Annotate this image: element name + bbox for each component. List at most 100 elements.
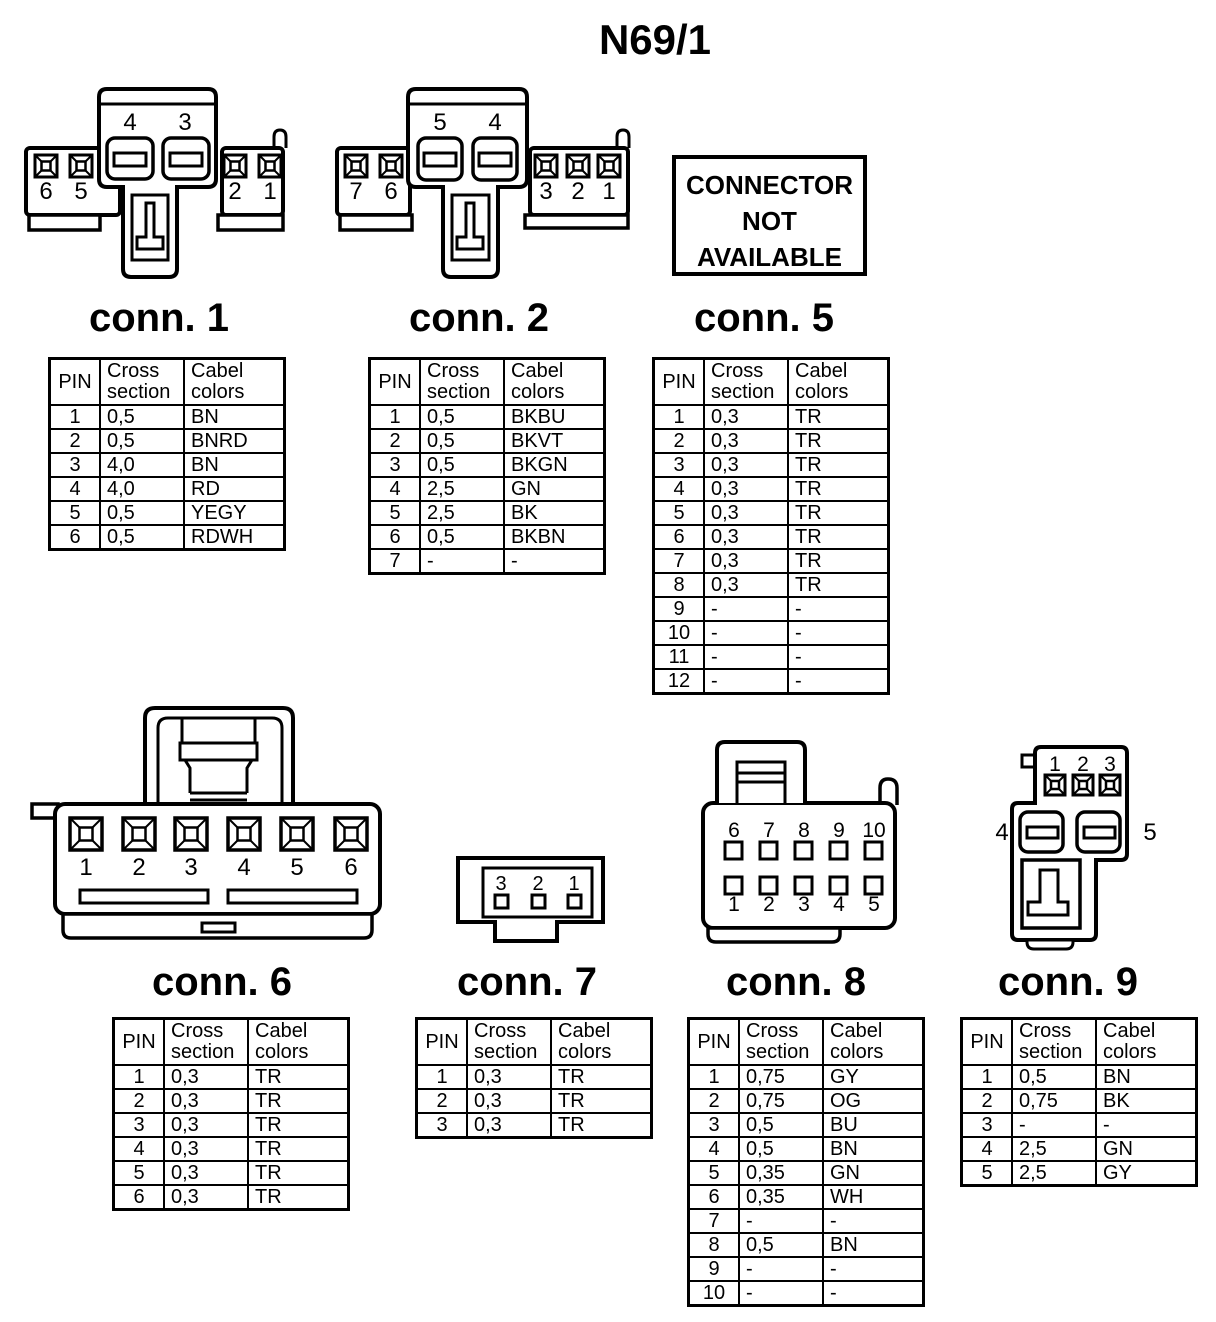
pin-cell: 4 <box>652 476 705 502</box>
keyway <box>135 201 165 251</box>
pin-number: 4 <box>123 109 136 136</box>
pin-cell: 9 <box>687 1256 740 1282</box>
pin-cavity <box>723 840 744 861</box>
cable-color-cell: - <box>822 1256 925 1282</box>
cross-section-cell: 0,5 <box>738 1112 824 1138</box>
cable-color-cell: TR <box>247 1112 350 1138</box>
pin-cell: 2 <box>112 1088 165 1114</box>
cross-section-cell: 0,5 <box>419 428 505 454</box>
bottom-skirt <box>61 912 374 940</box>
pin-cavity <box>723 875 744 896</box>
pin-cell: 1 <box>687 1064 740 1090</box>
pin-cavity <box>1043 773 1067 797</box>
cable-color-cell: TR <box>787 428 890 454</box>
cross-section-header: Cross section <box>163 1017 249 1066</box>
pin-cavity <box>828 840 849 861</box>
pin-cell: 1 <box>368 404 421 430</box>
pin-cell: 5 <box>687 1160 740 1186</box>
pin-cell: 7 <box>687 1208 740 1234</box>
pin-number: 7 <box>763 819 775 842</box>
pin-number: 2 <box>228 178 241 205</box>
latch-column <box>180 718 257 743</box>
cable-color-cell: BN <box>822 1232 925 1258</box>
pin-number: 4 <box>237 854 250 881</box>
cross-section-cell: 0,3 <box>163 1088 249 1114</box>
cross-section-cell: 0,3 <box>703 500 789 526</box>
cable-color-cell: - <box>787 620 890 646</box>
cross-section-header: Cross section <box>419 357 505 406</box>
blade-slot <box>1075 810 1122 854</box>
table-row: 10-- <box>652 620 890 646</box>
pin-number: 4 <box>833 893 845 916</box>
pin-cell: 5 <box>48 500 101 526</box>
pin-cavity <box>828 875 849 896</box>
cross-section-cell: - <box>703 620 789 646</box>
cable-color-cell: GN <box>503 476 606 502</box>
cable-colors-header: Cabel colors <box>787 357 890 406</box>
cross-section-cell: 0,3 <box>163 1160 249 1186</box>
cross-section-cell: 0,3 <box>703 572 789 598</box>
pin-cell: 4 <box>112 1136 165 1162</box>
cross-section-cell: 0,5 <box>419 524 505 550</box>
pin-cavity <box>758 875 779 896</box>
pin-cell: 5 <box>652 500 705 526</box>
conn6-label: conn. 6 <box>151 960 293 1004</box>
pin-number: 7 <box>349 178 362 205</box>
pin-cell: 1 <box>415 1064 468 1090</box>
pin-number: 6 <box>39 178 52 205</box>
conn1-drawing: 4 3 6 5 2 1 <box>24 87 288 279</box>
cable-color-cell: GN <box>1095 1136 1198 1162</box>
pin-cell: 2 <box>652 428 705 454</box>
cable-colors-header: Cabel colors <box>1095 1017 1198 1066</box>
pin-cell: 5 <box>368 500 421 526</box>
cable-color-cell: - <box>822 1280 925 1307</box>
cable-color-cell: GY <box>822 1064 925 1090</box>
pin-number: 3 <box>539 178 552 205</box>
conn7-drawing: 3 2 1 <box>456 856 605 943</box>
cable-color-cell: BNRD <box>183 428 286 454</box>
cross-section-cell: 4,0 <box>99 476 185 502</box>
cable-color-cell: TR <box>247 1064 350 1090</box>
pin-cavity <box>343 153 369 179</box>
pin-cavity <box>1071 773 1095 797</box>
cross-section-header: Cross section <box>703 357 789 406</box>
blade-slot <box>78 888 210 905</box>
page-title: N69/1 <box>598 16 712 63</box>
cable-color-cell: - <box>1095 1112 1198 1138</box>
pin-cell: 2 <box>687 1088 740 1114</box>
pin-cavity <box>533 153 559 179</box>
pin-number: 3 <box>178 109 191 136</box>
pin-header: PIN <box>652 357 705 406</box>
table-row: 3-- <box>960 1112 1198 1138</box>
conn5-label: conn. 5 <box>693 296 835 340</box>
pin-cavity <box>226 816 262 852</box>
pin-cell: 9 <box>652 596 705 622</box>
cable-color-cell: TR <box>787 524 890 550</box>
pin-number: 5 <box>74 178 87 205</box>
cross-section-cell: 0,5 <box>99 524 185 551</box>
cross-section-cell: 0,3 <box>703 524 789 550</box>
cable-color-cell: YEGY <box>183 500 286 526</box>
cable-color-cell: TR <box>787 404 890 430</box>
cable-color-cell: BKVT <box>503 428 606 454</box>
pin-cavity <box>33 153 59 179</box>
pin-cell: 2 <box>48 428 101 454</box>
bottom-foot <box>1025 938 1075 951</box>
cross-section-cell: - <box>1011 1112 1097 1138</box>
cable-color-cell: GN <box>822 1160 925 1186</box>
